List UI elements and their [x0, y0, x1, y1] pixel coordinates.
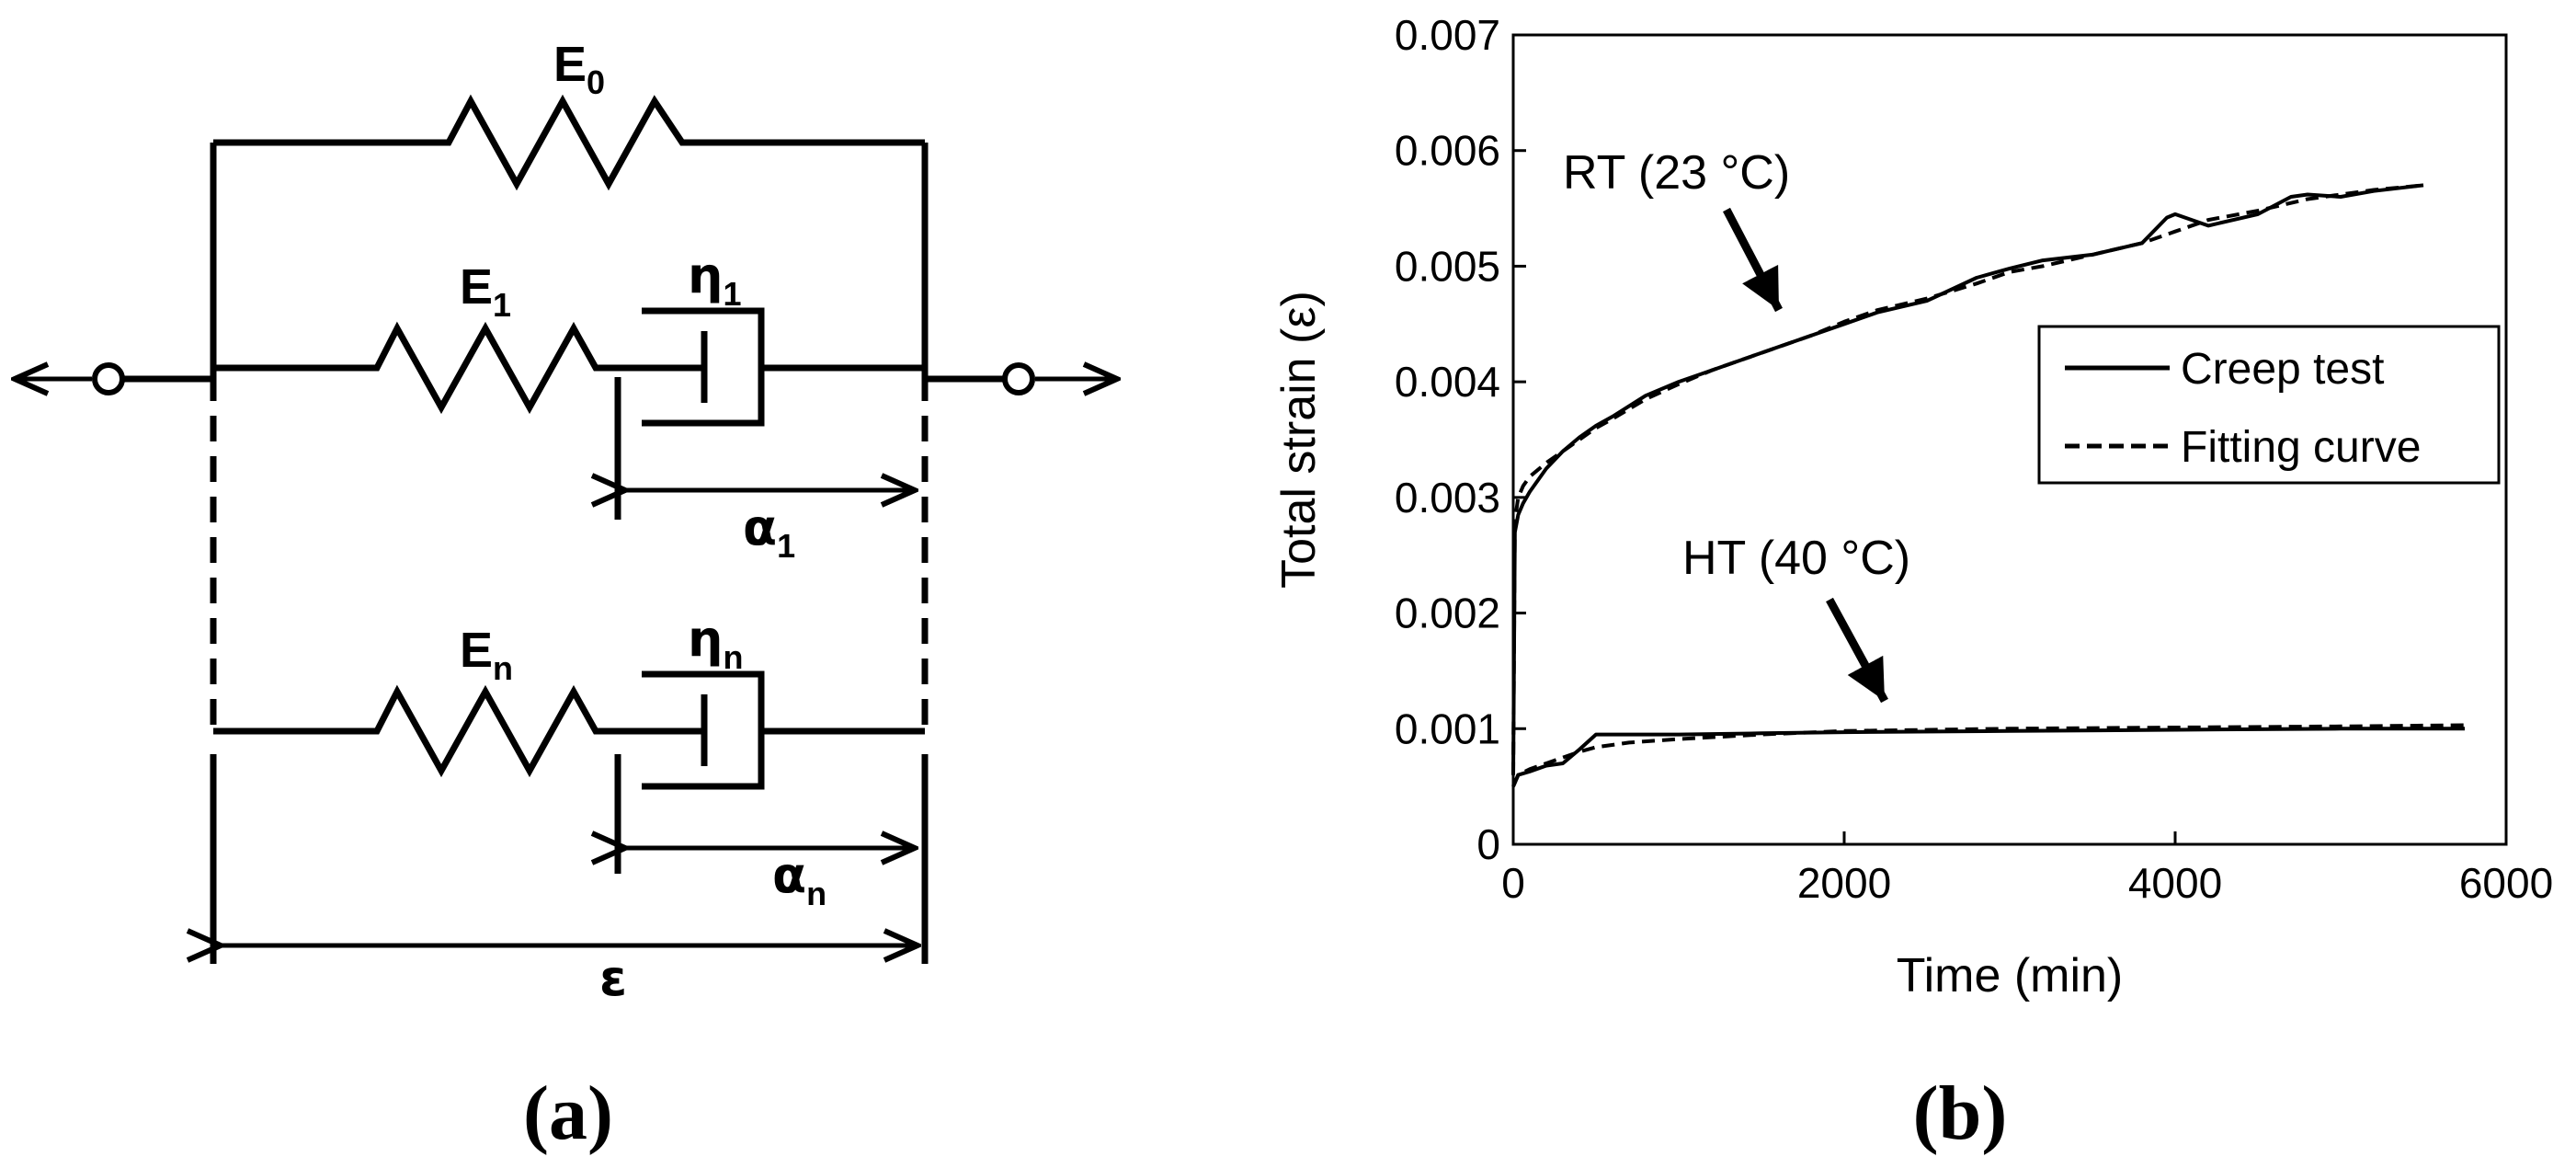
x-tick-label: 4000 — [2128, 859, 2222, 907]
label-e0: E0 — [553, 37, 605, 101]
y-axis-title: Total strain (ε) — [1272, 291, 1326, 589]
x-tick-label: 2000 — [1797, 859, 1891, 907]
annotation-ht: HT (40 °C) — [1682, 532, 1910, 585]
right-terminal-node — [1002, 362, 1035, 395]
y-tick-label: 0 — [1476, 820, 1500, 868]
creep-strain-chart: 0 0.001 0.002 0.003 0.004 0.005 0.006 0.007 0 20… — [1272, 11, 2553, 1156]
y-tick-label: 0.006 — [1395, 127, 1500, 175]
label-e1: E1 — [460, 259, 511, 324]
y-axis-ticks: 0 0.001 0.002 0.003 0.004 0.005 0.006 0.007 — [1395, 11, 1526, 868]
legend-label-creep-test: Creep test — [2181, 345, 2384, 394]
x-axis-ticks: 0 2000 4000 6000 — [1501, 831, 2553, 907]
y-tick-label: 0.007 — [1395, 11, 1500, 59]
y-tick-label: 0.001 — [1395, 705, 1500, 752]
spring-e1 — [213, 321, 618, 415]
y-tick-label: 0.003 — [1395, 474, 1500, 521]
annotation-rt: RT (23 °C) — [1563, 146, 1790, 200]
series-ht-creep-test — [1511, 727, 2465, 787]
label-etan: ηn — [688, 610, 743, 676]
y-tick-label: 0.002 — [1395, 590, 1500, 637]
annotation-ht-arrow — [1826, 597, 1888, 704]
spring-en — [213, 684, 618, 778]
label-en: En — [460, 623, 513, 687]
label-eta1: η1 — [688, 246, 741, 313]
series-rt-fitting-curve — [1511, 183, 2424, 775]
x-tick-label: 0 — [1501, 859, 1525, 907]
label-alpha1: α1 — [743, 498, 795, 565]
legend-box — [2037, 325, 2501, 485]
label-alphan: αn — [772, 846, 826, 912]
annotation-rt-arrow — [1723, 207, 1783, 313]
series-layer — [1511, 183, 2466, 787]
legend: Creep test Fitting curve — [2037, 325, 2501, 485]
x-axis-title: Time (min) — [1897, 949, 2124, 1002]
left-terminal-node — [92, 362, 125, 395]
spring-e0 — [213, 94, 925, 191]
y-tick-label: 0.004 — [1395, 358, 1500, 406]
y-tick-label: 0.005 — [1395, 242, 1500, 290]
label-epsilon: ε — [599, 949, 627, 1007]
plot-area-frame — [1511, 33, 2508, 846]
panel-label-a: (a) — [523, 1071, 613, 1156]
panel-label-b: (b) — [1913, 1071, 2008, 1156]
rheological-model-diagram: E0 E1 η1 α1 En ηn αn ε (a) — [15, 37, 1117, 1156]
series-ht-fitting-curve — [1511, 723, 2466, 787]
x-tick-label: 6000 — [2459, 859, 2553, 907]
legend-label-fitting-curve: Fitting curve — [2181, 423, 2421, 472]
